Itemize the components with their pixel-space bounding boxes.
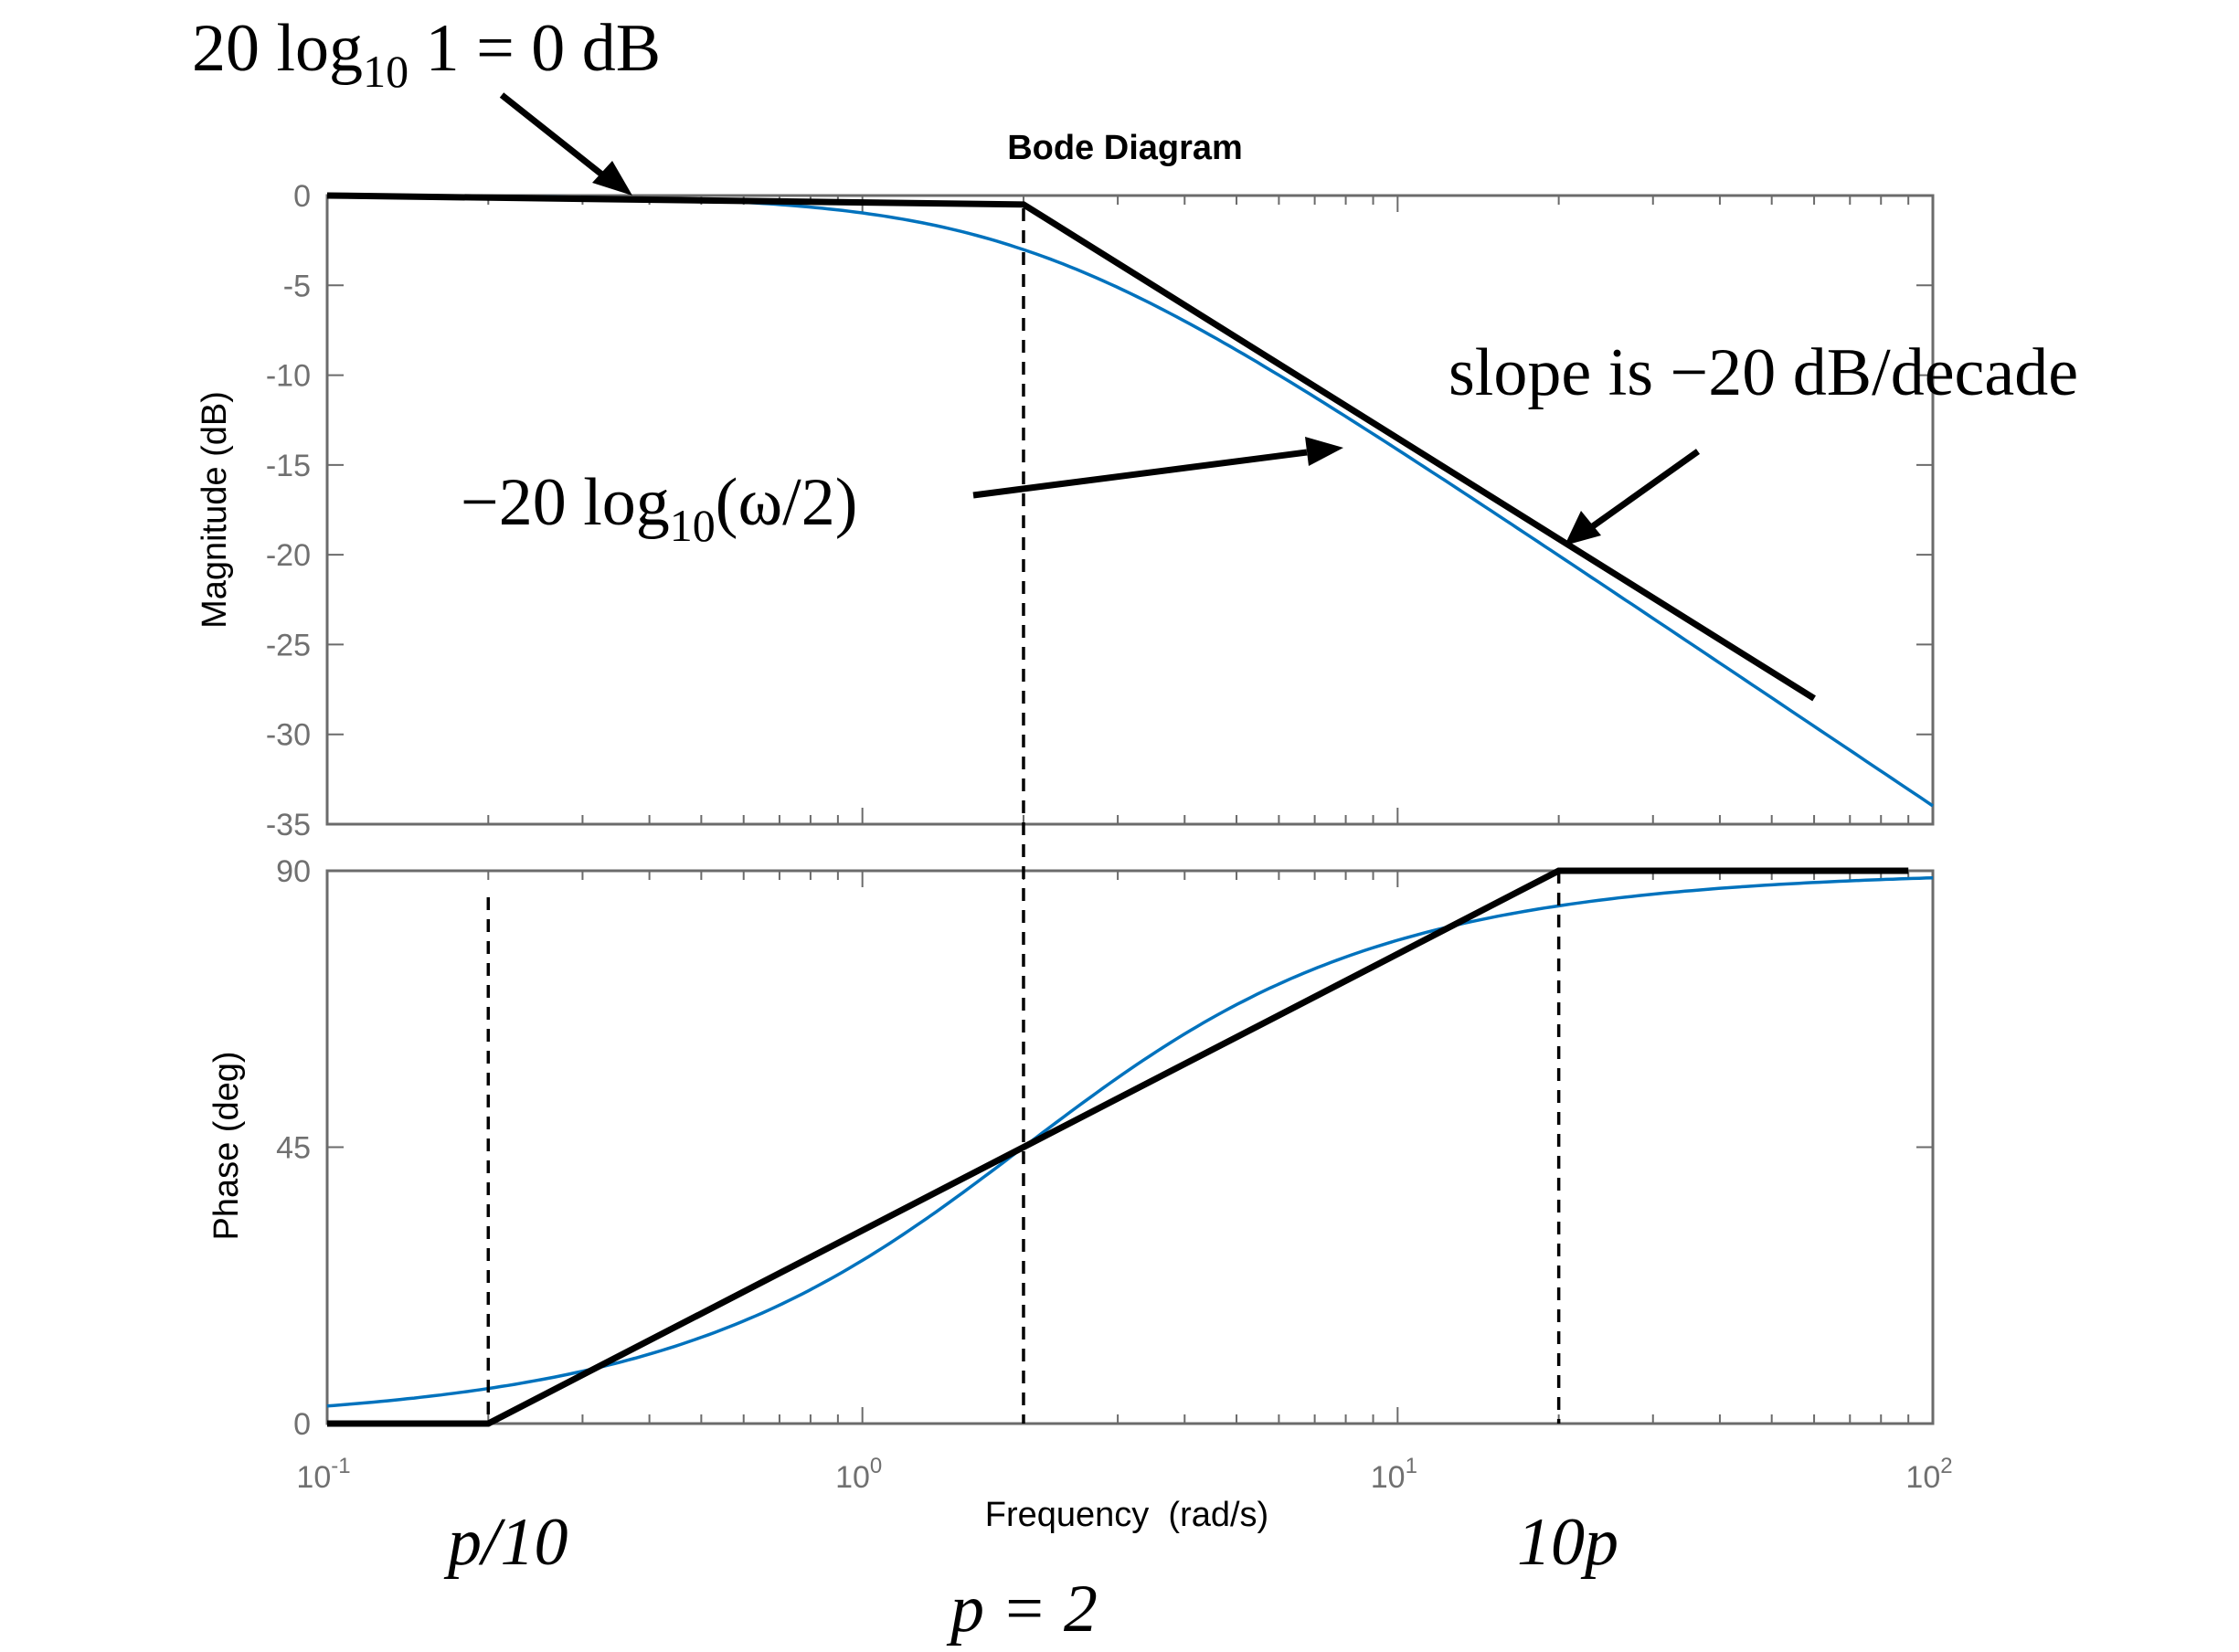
- phase-response-curve: [326, 875, 1934, 1408]
- x-tick-label: 100: [835, 1454, 882, 1495]
- y-tick-label: -10: [266, 359, 311, 394]
- annotation-asymptote-tail: (ω/2): [716, 465, 858, 540]
- annotation-slope: slope is −20 dB/decade: [1448, 335, 2078, 410]
- annotation-ten-p: 10p: [1517, 1505, 1618, 1580]
- annotation-asymptote-lead: −20 log: [461, 465, 670, 540]
- phase-asymptote: [327, 867, 1909, 1427]
- x-tick-label: 101: [1371, 1454, 1417, 1495]
- annotation-p-over-10: p/10: [443, 1505, 568, 1580]
- arrow-slope-head: [1565, 511, 1601, 545]
- magnitude-axes-frame: [325, 194, 1935, 826]
- arrow-zero-db: [499, 92, 615, 185]
- y-tick-label: 0: [293, 179, 311, 214]
- magnitude-series: [326, 192, 1934, 808]
- magnitude-panel: 0 -5 -10 -15 -20 -25 -30 -35 Magnitude (dB): [196, 179, 1935, 842]
- x-tick-label: 10-1: [296, 1454, 350, 1495]
- magnitude-y-axis-label: Magnitude (dB): [196, 391, 234, 629]
- annotation-zero-db-lead: 20 log: [192, 11, 363, 86]
- y-tick-label: 45: [276, 1131, 311, 1166]
- y-tick-label: -30: [266, 718, 311, 753]
- y-tick-label: -35: [266, 808, 311, 842]
- arrow-asymptote: [972, 449, 1308, 499]
- phase-y-ticks: 90 45 0: [276, 854, 1933, 1442]
- phase-series: [326, 867, 1934, 1427]
- annotation-zero-db: 20 log10 1 = 0 dB: [192, 11, 661, 97]
- y-tick-label: 90: [276, 854, 311, 889]
- annotation-asymptote: −20 log10(ω/2): [461, 465, 857, 551]
- y-tick-label: -5: [283, 269, 311, 303]
- chart-title: Bode Diagram: [1007, 129, 1243, 167]
- break-frequency-guides: [486, 208, 1561, 1424]
- phase-x-ticks: [326, 871, 1910, 1424]
- phase-panel: 90 45 0 Phase (deg): [207, 854, 1935, 1442]
- annotation-p-equals-2: p = 2: [946, 1572, 1098, 1647]
- phase-y-axis-label: Phase (deg): [207, 1051, 246, 1240]
- x-axis-label: Frequency (rad/s): [985, 1496, 1268, 1534]
- arrow-asymptote-head: [1305, 437, 1343, 466]
- magnitude-y-ticks: 0 -5 -10 -15 -20 -25 -30 -35: [266, 179, 1933, 842]
- annotation-asymptote-sub: 10: [670, 500, 716, 551]
- annotations: 20 log10 1 = 0 dB −20 log10(ω/2) slope i…: [192, 11, 2078, 1647]
- annotation-zero-db-sub: 10: [363, 46, 409, 97]
- phase-axes-frame: [325, 869, 1935, 1425]
- arrow-zero-db-head: [592, 161, 632, 196]
- arrow-slope: [1587, 449, 1701, 531]
- y-tick-label: -20: [266, 538, 311, 573]
- y-tick-label: -25: [266, 628, 311, 662]
- x-tick-label: 102: [1905, 1454, 1952, 1495]
- magnitude-asymptote: [326, 192, 1816, 702]
- y-tick-label: -15: [266, 449, 311, 483]
- frequency-tick-labels: 10-1 100 101 102: [296, 1454, 1952, 1495]
- y-tick-label: 0: [293, 1407, 311, 1442]
- annotation-zero-db-tail: 1 = 0 dB: [409, 11, 661, 86]
